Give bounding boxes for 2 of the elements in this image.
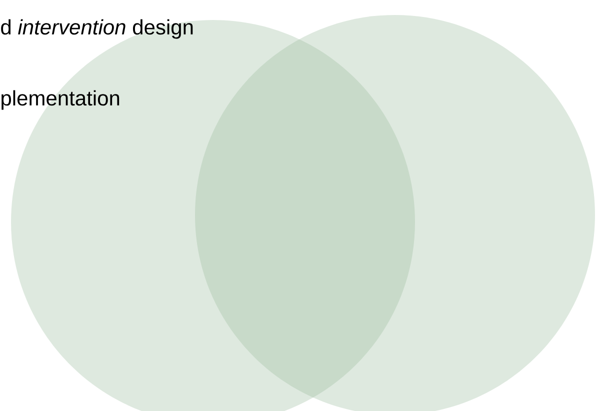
text-label: d intervention design [1,19,193,39]
text-label: plementation [2,90,120,110]
